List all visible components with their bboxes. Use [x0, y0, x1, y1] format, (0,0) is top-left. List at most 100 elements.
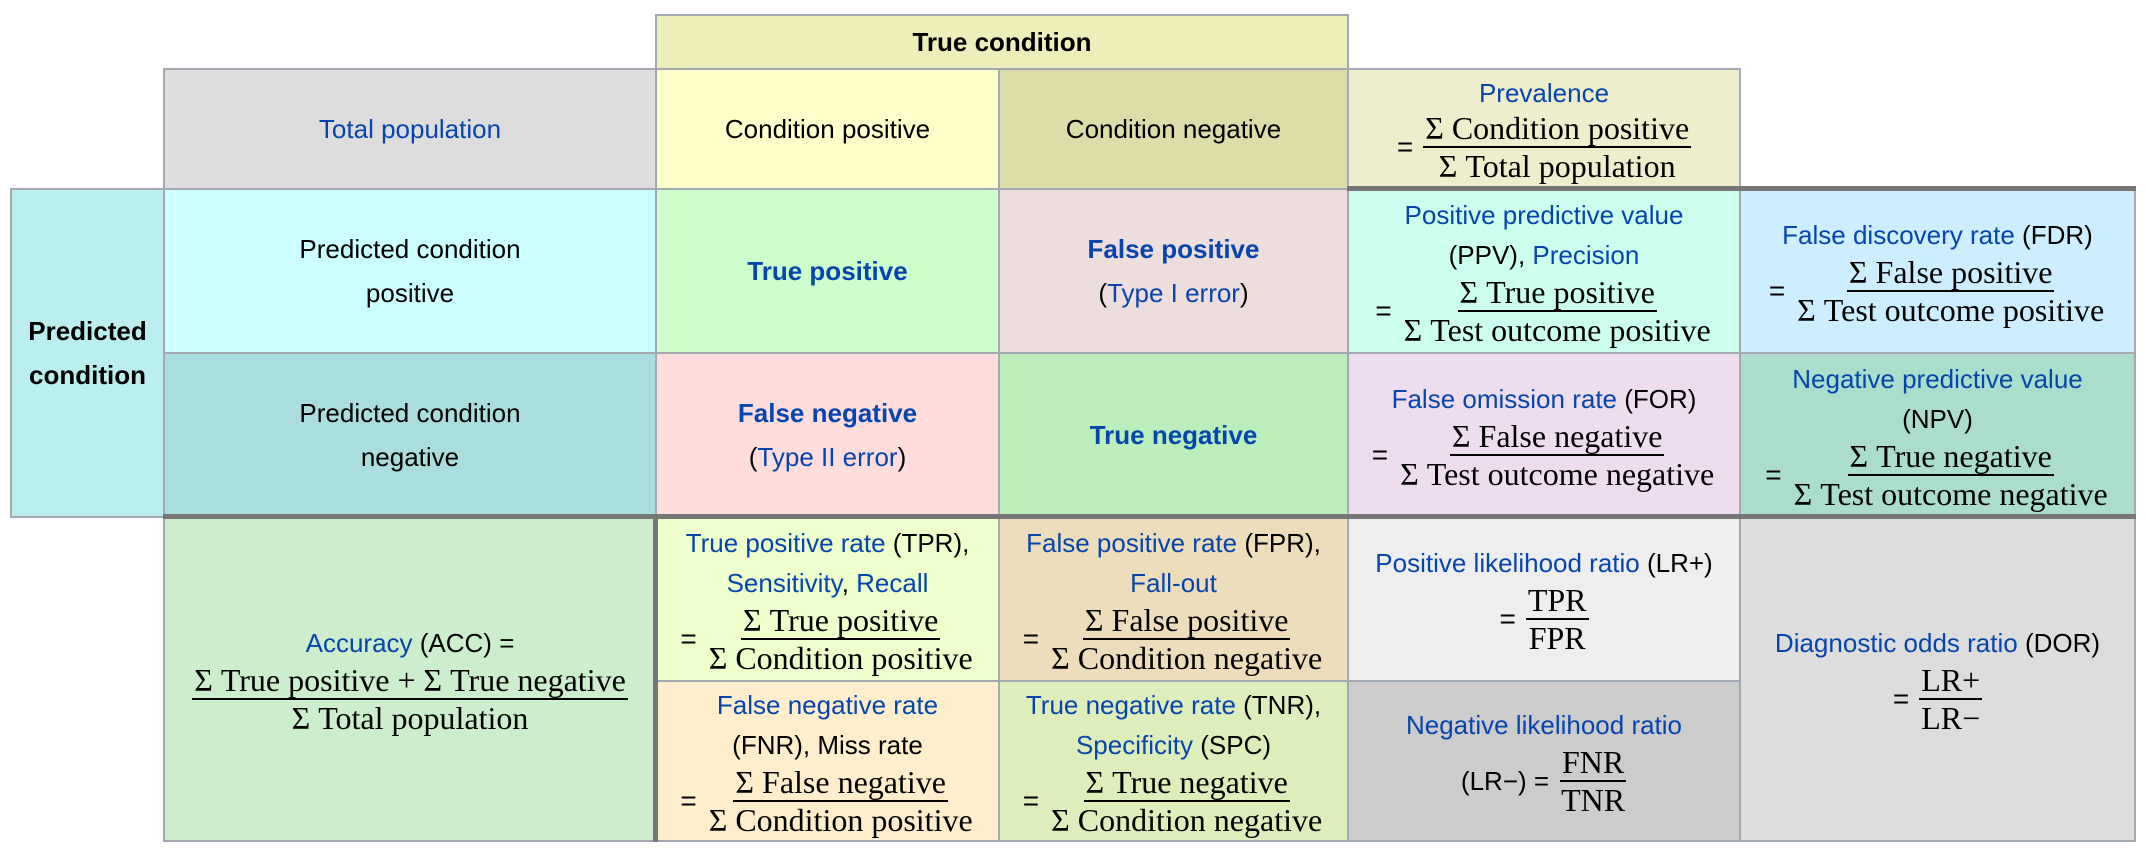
tpr-title-line: True positive rate (TPR),	[686, 523, 970, 563]
type2-open-paren: (	[748, 442, 758, 472]
fpr-fraction: Σ False positive Σ Condition negative	[1049, 603, 1324, 675]
prevalence-formula: = Σ Condition positive Σ Total populatio…	[1396, 110, 1692, 183]
lr-negative-formula: (LR−) = FNR TNR	[1461, 745, 1627, 817]
fdr-numerator: Σ False positive	[1846, 254, 2055, 292]
fall-out-link[interactable]: Fall-out	[1130, 568, 1217, 598]
prevalence-numerator: Σ Condition positive	[1423, 110, 1692, 148]
predicted-positive-line1: Predicted condition	[299, 234, 521, 264]
lr-positive-denominator: FPR	[1528, 620, 1586, 656]
lr-positive-title-line: Positive likelihood ratio (LR+)	[1375, 543, 1712, 583]
for-link[interactable]: False omission rate	[1391, 384, 1617, 414]
ppv-equals: =	[1375, 295, 1392, 326]
dor-fraction: LR+ LR−	[1919, 662, 1983, 736]
specificity-link[interactable]: Specificity	[1075, 730, 1194, 760]
predicted-condition-label: Predicted condition	[28, 316, 147, 390]
type2-error-line: (Type II error)	[749, 435, 907, 479]
fnr-cell: False negative rate (FNR), Miss rate = Σ…	[655, 680, 1000, 842]
npv-link[interactable]: Negative predictive value	[1792, 364, 2083, 394]
fnr-numerator: Σ False negative	[733, 764, 948, 802]
lr-positive-abbr: (LR+)	[1639, 548, 1713, 578]
fpr-cell: False positive rate (FPR), Fall-out = Σ …	[998, 516, 1349, 682]
tnr-fraction: Σ True negative Σ Condition negative	[1049, 765, 1324, 837]
for-abbr: (FOR)	[1617, 384, 1697, 414]
thick-border-top	[1347, 186, 2136, 191]
lr-negative-fraction: FNR TNR	[1559, 745, 1627, 817]
recall-link[interactable]: Recall	[856, 568, 929, 598]
tnr-denominator: Σ Condition negative	[1051, 802, 1323, 838]
dor-link[interactable]: Diagnostic odds ratio	[1774, 628, 2018, 658]
type1-error-link[interactable]: Type I error	[1107, 278, 1240, 308]
fdr-title-line: False discovery rate (FDR)	[1782, 215, 2093, 255]
true-negative-link[interactable]: True negative	[1089, 420, 1258, 450]
lr-negative-numerator: FNR	[1559, 744, 1627, 782]
true-positive-link[interactable]: True positive	[747, 256, 908, 286]
type1-error-line: (Type I error)	[1098, 271, 1248, 315]
fpr-link[interactable]: False positive rate	[1026, 528, 1238, 558]
precision-link[interactable]: Precision	[1532, 240, 1640, 270]
npv-equals: =	[1765, 459, 1782, 490]
lr-positive-cell: Positive likelihood ratio (LR+) = TPR FP…	[1347, 516, 1741, 682]
total-population-link[interactable]: Total population	[318, 114, 502, 144]
tpr-equals: =	[680, 623, 697, 654]
tpr-sep: ,	[841, 568, 857, 598]
accuracy-denominator: Σ Total population	[291, 700, 529, 736]
fnr-formula: = Σ False negative Σ Condition positive	[680, 765, 974, 837]
type2-error-link[interactable]: Type II error	[757, 442, 898, 472]
prevalence-link[interactable]: Prevalence	[1478, 78, 1610, 108]
false-negative-cell: False negative (Type II error)	[655, 352, 1000, 518]
tpr-link[interactable]: True positive rate	[685, 528, 886, 558]
lr-positive-formula: = TPR FPR	[1499, 583, 1589, 656]
tnr-equals: =	[1022, 785, 1040, 816]
condition-negative-cell: Condition negative	[998, 68, 1349, 190]
predicted-positive-cell: Predicted condition positive	[163, 188, 657, 354]
dor-denominator: LR−	[1921, 700, 1981, 736]
lr-positive-link[interactable]: Positive likelihood ratio	[1375, 548, 1640, 578]
fdr-equals: =	[1768, 275, 1786, 306]
ppv-link[interactable]: Positive predictive value	[1404, 200, 1684, 230]
fnr-fraction: Σ False negative Σ Condition positive	[707, 765, 975, 837]
dor-numerator: LR+	[1919, 662, 1983, 700]
lr-negative-link[interactable]: Negative likelihood ratio	[1405, 710, 1683, 740]
fpr-formula: = Σ False positive Σ Condition negative	[1023, 603, 1324, 675]
lr-negative-denominator: TNR	[1561, 782, 1626, 818]
npv-formula: = Σ True negative Σ Test outcome negativ…	[1765, 439, 2109, 511]
total-population-cell: Total population	[163, 68, 657, 190]
npv-cell: Negative predictive value (NPV) = Σ True…	[1739, 352, 2136, 518]
tnr-formula: = Σ True negative Σ Condition negative	[1023, 765, 1324, 837]
false-negative-link[interactable]: False negative	[737, 398, 918, 428]
predicted-negative-cell: Predicted condition negative	[163, 352, 657, 518]
fdr-cell: False discovery rate (FDR) = Σ False pos…	[1739, 188, 2136, 354]
predicted-condition-header: Predicted condition	[10, 188, 165, 518]
condition-positive-label: Condition positive	[724, 114, 931, 144]
prevalence-fraction: Σ Condition positive Σ Total population	[1423, 110, 1692, 183]
ppv-abbr-line: (PPV), Precision	[1449, 235, 1640, 275]
prevalence-equals: =	[1396, 131, 1414, 162]
accuracy-link[interactable]: Accuracy	[305, 628, 413, 658]
tnr-numerator: Σ True negative	[1083, 764, 1290, 802]
tnr-link[interactable]: True negative rate	[1025, 690, 1236, 720]
tpr-formula: = Σ True positive Σ Condition positive	[680, 603, 974, 675]
accuracy-fraction: Σ True positive + Σ True negative Σ Tota…	[192, 663, 628, 735]
fpr-equals: =	[1022, 623, 1040, 654]
for-fraction: Σ False negative Σ Test outcome negative	[1398, 419, 1716, 491]
false-positive-link[interactable]: False positive	[1087, 234, 1260, 264]
fpr-title-line: False positive rate (FPR),	[1026, 523, 1321, 563]
fnr-link[interactable]: False negative rate	[716, 690, 939, 720]
fdr-abbr: (FDR)	[2014, 220, 2093, 250]
lr-negative-cell: Negative likelihood ratio (LR−) = FNR TN…	[1347, 680, 1741, 842]
fdr-link[interactable]: False discovery rate	[1782, 220, 2015, 250]
tpr-abbr: (TPR),	[885, 528, 970, 558]
ppv-fraction: Σ True positive Σ Test outcome positive	[1402, 275, 1713, 347]
accuracy-abbr: (ACC) =	[412, 628, 515, 658]
ppv-denominator: Σ Test outcome positive	[1403, 312, 1711, 348]
thick-border-left	[653, 514, 658, 842]
fnr-abbr: (FNR), Miss rate	[732, 730, 923, 760]
tpr-fraction: Σ True positive Σ Condition positive	[707, 603, 975, 675]
fdr-denominator: Σ Test outcome positive	[1797, 292, 2105, 328]
sensitivity-link[interactable]: Sensitivity	[726, 568, 842, 598]
tnr-cell: True negative rate (TNR), Specificity (S…	[998, 680, 1349, 842]
for-equals: =	[1371, 439, 1389, 470]
for-numerator: Σ False negative	[1449, 418, 1665, 456]
for-formula: = Σ False negative Σ Test outcome negati…	[1372, 419, 1716, 491]
false-positive-cell: False positive (Type I error)	[998, 188, 1349, 354]
